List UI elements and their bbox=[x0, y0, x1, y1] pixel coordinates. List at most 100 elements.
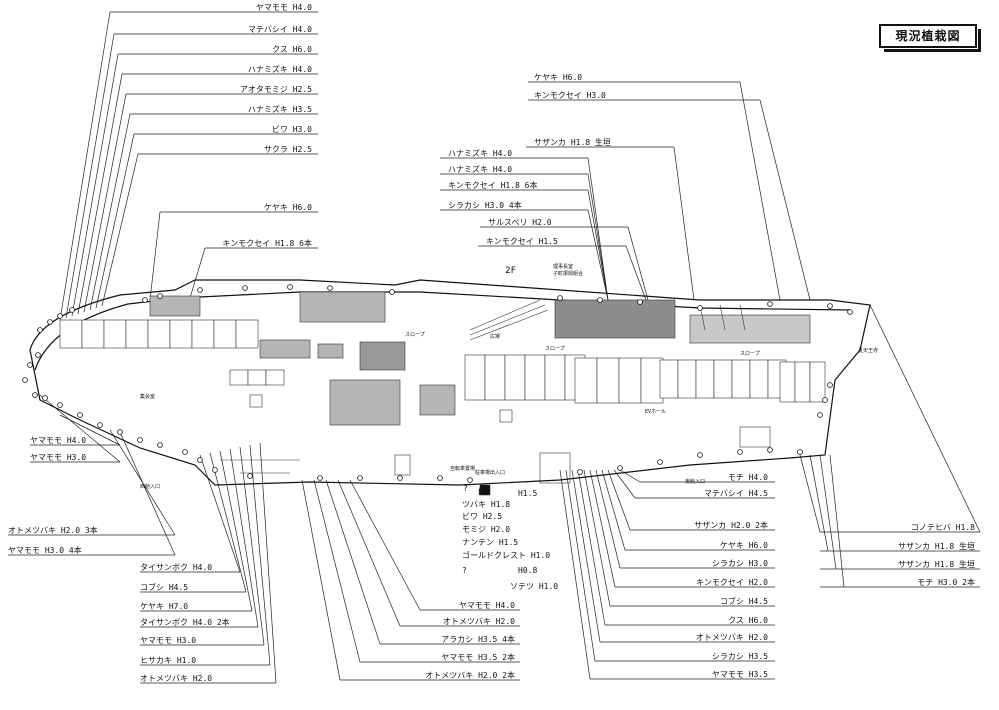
label-far-right-1: サザンカ H1.8 生垣 bbox=[898, 541, 975, 551]
tree-marker bbox=[357, 475, 363, 481]
label-bottom-left-5: ヒサカキ H1.0 bbox=[140, 656, 196, 665]
label-left-top-4: アオタモミジ H2.5 bbox=[240, 85, 312, 94]
leader-lines bbox=[8, 11, 981, 684]
tree-marker bbox=[182, 449, 188, 455]
tree-marker bbox=[557, 295, 563, 301]
tree-marker bbox=[42, 395, 48, 401]
plaza-label: 広場 bbox=[490, 333, 500, 340]
label-left-top-6: ビワ H3.0 bbox=[272, 125, 312, 134]
diagram-title: 現況植栽図 bbox=[879, 24, 981, 52]
tree-marker bbox=[437, 475, 443, 481]
label-left-top-1: マテバシイ H4.0 bbox=[248, 25, 312, 34]
label-far-right-3: モチ H3.0 2本 bbox=[917, 577, 975, 587]
label-left-mid-1: キンモクセイ H1.8 6本 bbox=[223, 238, 312, 248]
parking-symbol: P bbox=[478, 488, 484, 498]
tree-marker bbox=[157, 442, 163, 448]
meeting-room-label: 集会室 bbox=[140, 393, 155, 400]
label-center-list-2: ツバキ H1.8 bbox=[462, 500, 510, 509]
tree-marker bbox=[142, 297, 148, 303]
tree-marker bbox=[57, 402, 63, 408]
label-center-list-8: H0.8 bbox=[518, 566, 537, 575]
tree-marker bbox=[35, 352, 41, 358]
label-bottom-left-4: ヤマモモ H3.0 bbox=[140, 636, 196, 645]
label-bottom-right-3: ケヤキ H6.0 bbox=[720, 541, 768, 550]
label-center-top-5: サルスベリ H2.0 bbox=[488, 218, 552, 227]
label-center-list-6: ゴールドクレスト H1.0 bbox=[462, 550, 550, 560]
ev-hall-label: EVホール bbox=[645, 409, 666, 415]
tree-marker bbox=[317, 475, 323, 481]
label-bottom-right-6: コブシ H4.5 bbox=[720, 596, 768, 606]
tree-marker bbox=[397, 475, 403, 481]
label-center-top-0: サザンカ H1.8 生垣 bbox=[534, 137, 611, 147]
label-center-list-7: ? bbox=[462, 566, 467, 575]
label-left-top-7: サクラ H2.5 bbox=[264, 145, 312, 154]
label-center-list-5: ナンテン H1.5 bbox=[462, 538, 518, 547]
tree-marker bbox=[817, 412, 823, 418]
union-label: 子町振興組合 bbox=[553, 270, 583, 277]
tree-marker bbox=[467, 477, 473, 483]
tree-marker bbox=[57, 313, 63, 319]
label-center-top-3: キンモクセイ H1.8 6本 bbox=[448, 180, 537, 190]
plant-labels: ヤマモモ H4.0 マテバシイ H4.0 クス H6.0 ハナミズキ H4.0 アオタモ… bbox=[8, 3, 975, 683]
label-left-top-0: ヤマモモ H4.0 bbox=[256, 3, 312, 12]
tree-marker bbox=[697, 305, 703, 311]
unit-grid bbox=[59, 319, 826, 404]
label-center-list-0: ? bbox=[463, 484, 468, 493]
label-left-top-2: クス H6.0 bbox=[272, 45, 312, 54]
label-bottom-right-5: キンモクセイ H2.0 bbox=[696, 578, 768, 587]
label-bottom-right-1: マテバシイ H4.5 bbox=[704, 489, 768, 498]
tree-marker bbox=[157, 293, 163, 299]
label-left-side-0: ヤマモモ H4.0 bbox=[30, 436, 86, 445]
tree-marker bbox=[97, 422, 103, 428]
label-bottom-center-4: オトメツバキ H2.0 2本 bbox=[425, 670, 515, 680]
label-center-top-2: ハナミズキ H4.0 bbox=[448, 164, 512, 174]
tree-marker bbox=[822, 397, 828, 403]
tree-markers bbox=[22, 284, 853, 483]
tree-marker bbox=[597, 297, 603, 303]
east-entrance-label: 東館入口 bbox=[685, 478, 705, 485]
label-bottom-right-4: シラカシ H3.0 bbox=[712, 559, 768, 568]
label-bottom-left-2: ケヤキ H7.0 bbox=[140, 602, 188, 611]
tree-marker bbox=[737, 449, 743, 455]
floor-2f-label: 2F bbox=[505, 266, 516, 276]
tree-marker bbox=[77, 412, 83, 418]
label-bottom-left-3: タイサンボク H4.0 2本 bbox=[140, 617, 230, 627]
label-left-top-5: ハナミズキ H3.5 bbox=[248, 104, 312, 114]
label-right-top-0: ケヤキ H6.0 bbox=[534, 73, 582, 82]
label-center-top-1: ハナミズキ H4.0 bbox=[448, 148, 512, 158]
label-bottom-right-7: クス H6.0 bbox=[728, 616, 768, 625]
west-entrance-label: 西館入口 bbox=[140, 483, 160, 490]
tree-marker bbox=[117, 429, 123, 435]
slope-label: スロープ bbox=[405, 332, 425, 338]
label-bottom-right-2: サザンカ H2.0 2本 bbox=[694, 520, 768, 530]
tree-marker bbox=[137, 437, 143, 443]
label-left-bottom-side-0: オトメツバキ H2.0 3本 bbox=[8, 525, 98, 535]
shrine-label: 夏天王寺 bbox=[858, 348, 878, 354]
tree-marker bbox=[847, 309, 853, 315]
label-bottom-right-9: シラカシ H3.5 bbox=[712, 652, 768, 661]
office-label: 理事長室 bbox=[553, 263, 573, 270]
label-bottom-center-2: アラカシ H3.5 4本 bbox=[441, 634, 515, 644]
parking-entrance-label: 駐車場出入口 bbox=[475, 469, 505, 476]
label-center-list-4: モミジ H2.0 bbox=[462, 525, 510, 534]
tree-marker bbox=[577, 469, 583, 475]
label-bottom-right-10: ヤマモモ H3.5 bbox=[712, 670, 768, 679]
tree-marker bbox=[327, 285, 333, 291]
label-center-list-1: H1.5 bbox=[518, 489, 537, 498]
tree-marker bbox=[797, 449, 803, 455]
slope-label-3: スロープ bbox=[740, 351, 760, 357]
tree-marker bbox=[247, 473, 253, 479]
tree-marker bbox=[32, 392, 38, 398]
tree-marker bbox=[197, 287, 203, 293]
tree-marker bbox=[69, 307, 75, 313]
label-bottom-center-3: ヤマモモ H3.5 2本 bbox=[441, 652, 515, 662]
label-center-list-3: ビワ H2.5 bbox=[462, 512, 502, 521]
tree-marker bbox=[389, 289, 395, 295]
tree-marker bbox=[27, 362, 33, 368]
label-bottom-right-8: オトメツバキ H2.0 bbox=[696, 633, 768, 642]
label-bottom-left-1: コブシ H4.5 bbox=[140, 582, 188, 592]
label-left-top-3: ハナミズキ H4.0 bbox=[248, 64, 312, 74]
label-right-top-1: キンモクセイ H3.0 bbox=[534, 91, 606, 100]
